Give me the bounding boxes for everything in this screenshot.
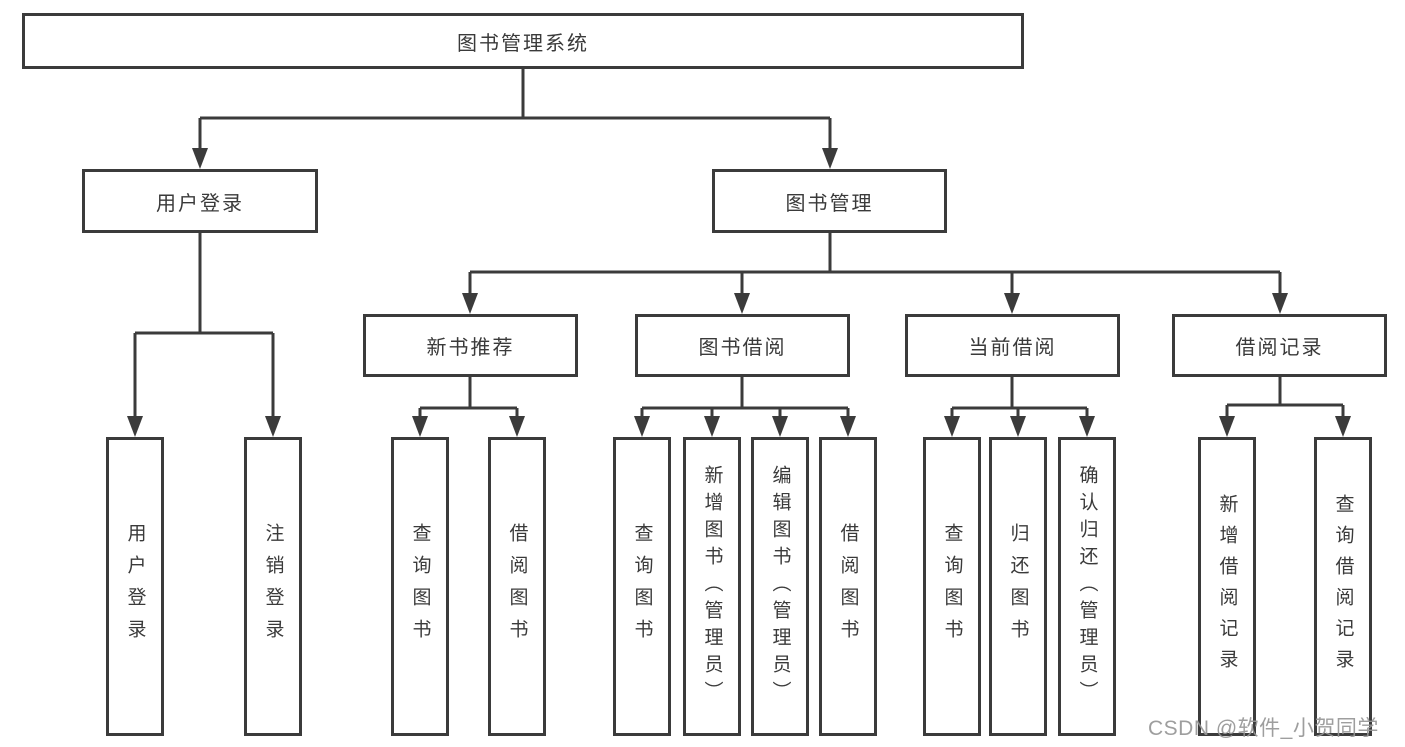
node-user-login: 用户登录 [82, 169, 318, 233]
leaf-borrow-books-recommend: 借阅图书 [488, 437, 546, 736]
node-label: 图书借阅 [698, 337, 787, 359]
leaf-query-books-current: 查询图书 [923, 437, 981, 736]
csdn-watermark: CSDN @软件_小贺同学 [1148, 717, 1379, 740]
leaf-borrow-books: 借阅图书 [819, 437, 877, 736]
connector-borrow-records-to-leaves [1225, 377, 1345, 421]
node-label: 图书管理系统 [457, 32, 589, 55]
leaf-query-borrow-record: 查询借阅记录 [1314, 437, 1372, 736]
node-label: 图书管理 [785, 192, 874, 215]
node-borrow-records: 借阅记录 [1172, 314, 1387, 377]
node-label: 归还图书 [1007, 522, 1029, 651]
leaf-query-books-recommend: 查询图书 [391, 437, 449, 736]
node-label: 注销登录 [262, 522, 284, 651]
connector-root-to-level2 [198, 69, 832, 153]
node-current-borrow: 当前借阅 [905, 314, 1120, 377]
node-label: 用户登录 [124, 522, 146, 651]
node-label: 借阅记录 [1235, 337, 1324, 359]
leaf-logout: 注销登录 [244, 437, 302, 736]
leaf-add-borrow-record: 新增借阅记录 [1198, 437, 1256, 736]
node-label: 查询借阅记录 [1332, 493, 1354, 680]
node-root-library-system: 图书管理系统 [22, 13, 1024, 69]
leaf-query-books-borrow: 查询图书 [613, 437, 671, 736]
connector-new-book-recommend-to-leaves [418, 377, 519, 421]
node-label: 当前借阅 [968, 337, 1057, 359]
node-book-management: 图书管理 [712, 169, 947, 233]
node-label: 查询图书 [409, 522, 431, 651]
node-label: 查询图书 [941, 522, 963, 651]
node-new-book-recommend: 新书推荐 [363, 314, 578, 377]
leaf-add-book-admin: 新增图书（管理员） [683, 437, 741, 736]
node-label: 新书推荐 [426, 337, 515, 359]
node-label: 借阅图书 [506, 522, 528, 651]
node-label: 用户登录 [156, 192, 244, 215]
leaf-confirm-return-admin: 确认归还（管理员） [1058, 437, 1116, 736]
connector-book-borrow-to-leaves [640, 377, 850, 421]
connector-current-borrow-to-leaves [950, 377, 1089, 421]
node-book-borrow: 图书借阅 [635, 314, 850, 377]
node-label: 确认归还（管理员） [1076, 465, 1098, 708]
node-label: 新增借阅记录 [1216, 493, 1238, 680]
leaf-edit-book-admin: 编辑图书（管理员） [751, 437, 809, 736]
node-label: 编辑图书（管理员） [769, 465, 791, 708]
connector-user-login-to-leaves [133, 233, 275, 421]
node-label: 查询图书 [631, 522, 653, 651]
node-label: 借阅图书 [837, 522, 859, 651]
leaf-return-books: 归还图书 [989, 437, 1047, 736]
node-label: 新增图书（管理员） [701, 465, 723, 708]
leaf-user-login: 用户登录 [106, 437, 164, 736]
connector-book-management-to-level3 [468, 233, 1282, 298]
